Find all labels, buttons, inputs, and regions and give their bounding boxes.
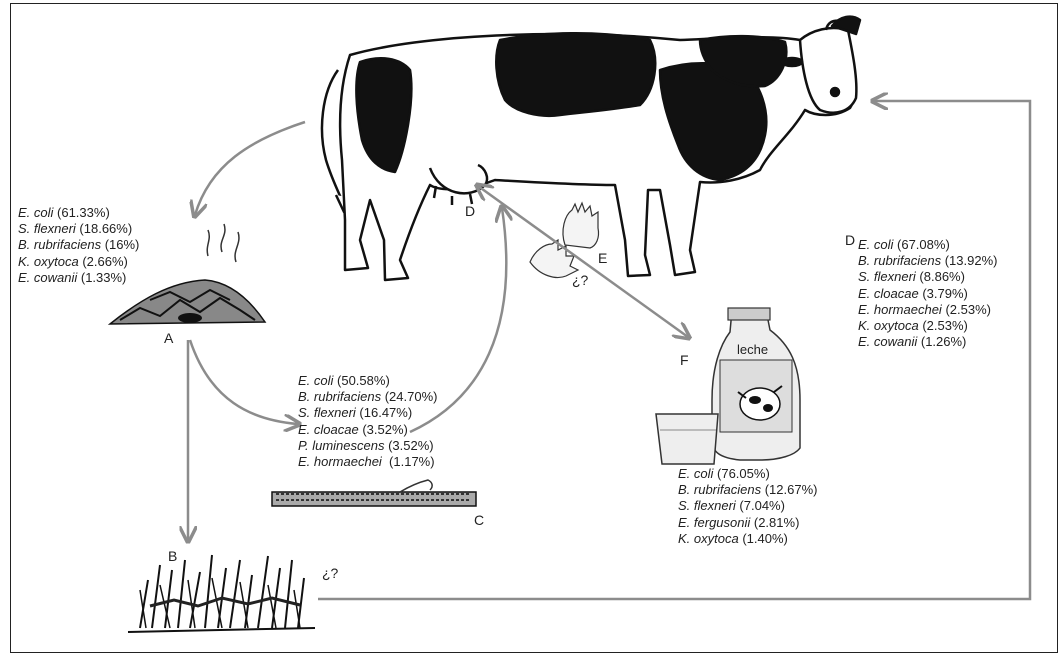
species-row: E. coli (76.05%) bbox=[678, 466, 817, 482]
label-c: C bbox=[474, 512, 484, 528]
species-percent: (8.86%) bbox=[916, 269, 965, 284]
arrow-a-to-c bbox=[190, 340, 298, 424]
question-mark-hands: ¿? bbox=[572, 272, 588, 288]
species-row: E. coli (61.33%) bbox=[18, 205, 139, 221]
species-row: B. rubrifaciens (13.92%) bbox=[858, 253, 997, 269]
species-percent: (16%) bbox=[101, 237, 139, 252]
species-row: E. hormaechei (1.17%) bbox=[298, 454, 437, 470]
species-name: E. coli bbox=[858, 237, 893, 252]
milk-glass-illustration bbox=[656, 414, 718, 464]
species-percent: (61.33%) bbox=[53, 205, 109, 220]
species-row: B. rubrifaciens (24.70%) bbox=[298, 389, 437, 405]
species-percent: (1.26%) bbox=[917, 334, 966, 349]
label-d-udder: D bbox=[465, 203, 475, 219]
species-name: E. fergusonii bbox=[678, 515, 750, 530]
species-row: E. coli (50.58%) bbox=[298, 373, 437, 389]
species-list-d: E. coli (67.08%)B. rubrifaciens (13.92%)… bbox=[858, 237, 997, 350]
species-row: S. flexneri (18.66%) bbox=[18, 221, 139, 237]
species-percent: (2.81%) bbox=[750, 515, 799, 530]
species-percent: (50.58%) bbox=[333, 373, 389, 388]
species-percent: (7.04%) bbox=[736, 498, 785, 513]
species-percent: (1.17%) bbox=[382, 454, 435, 469]
species-percent: (3.52%) bbox=[384, 438, 433, 453]
species-percent: (2.66%) bbox=[79, 254, 128, 269]
species-name: K. oxytoca bbox=[678, 531, 739, 546]
species-name: E. cloacae bbox=[298, 422, 359, 437]
species-name: S. flexneri bbox=[298, 405, 356, 420]
species-name: S. flexneri bbox=[858, 269, 916, 284]
species-percent: (1.40%) bbox=[739, 531, 788, 546]
species-name: B. rubrifaciens bbox=[858, 253, 941, 268]
species-name: S. flexneri bbox=[18, 221, 76, 236]
species-name: E. cowanii bbox=[18, 270, 77, 285]
species-percent: (16.47%) bbox=[356, 405, 412, 420]
species-percent: (13.92%) bbox=[941, 253, 997, 268]
species-percent: (24.70%) bbox=[381, 389, 437, 404]
grass-illustration bbox=[128, 555, 315, 632]
species-list-a: E. coli (61.33%)S. flexneri (18.66%)B. r… bbox=[18, 205, 139, 286]
species-row: E. hormaechei (2.53%) bbox=[858, 302, 997, 318]
species-list-f: E. coli (76.05%)B. rubrifaciens (12.67%)… bbox=[678, 466, 817, 547]
species-name: E. coli bbox=[298, 373, 333, 388]
species-row: E. cloacae (3.79%) bbox=[858, 286, 997, 302]
species-name: S. flexneri bbox=[678, 498, 736, 513]
species-row: E. fergusonii (2.81%) bbox=[678, 515, 817, 531]
species-name: B. rubrifaciens bbox=[678, 482, 761, 497]
arrow-cow-to-a bbox=[195, 122, 305, 215]
label-f: F bbox=[680, 352, 689, 368]
label-a: A bbox=[164, 330, 173, 346]
question-mark-grass: ¿? bbox=[322, 565, 338, 581]
species-row: K. oxytoca (2.66%) bbox=[18, 254, 139, 270]
species-row: B. rubrifaciens (16%) bbox=[18, 237, 139, 253]
species-name: E. cloacae bbox=[858, 286, 919, 301]
species-percent: (12.67%) bbox=[761, 482, 817, 497]
species-name: E. coli bbox=[678, 466, 713, 481]
species-percent: (3.52%) bbox=[359, 422, 408, 437]
species-list-c: E. coli (50.58%)B. rubrifaciens (24.70%)… bbox=[298, 373, 437, 470]
species-percent: (67.08%) bbox=[893, 237, 949, 252]
trough-illustration bbox=[272, 480, 476, 506]
species-percent: (3.79%) bbox=[919, 286, 968, 301]
species-name: E. coli bbox=[18, 205, 53, 220]
species-name: E. cowanii bbox=[858, 334, 917, 349]
species-row: P. luminescens (3.52%) bbox=[298, 438, 437, 454]
species-row: E. cowanii (1.26%) bbox=[858, 334, 997, 350]
species-name: K. oxytoca bbox=[858, 318, 919, 333]
species-row: S. flexneri (8.86%) bbox=[858, 269, 997, 285]
label-b: B bbox=[168, 548, 177, 564]
species-name: E. hormaechei bbox=[298, 454, 382, 469]
species-row: S. flexneri (16.47%) bbox=[298, 405, 437, 421]
species-percent: (2.53%) bbox=[942, 302, 991, 317]
species-row: K. oxytoca (1.40%) bbox=[678, 531, 817, 547]
label-d-list: D bbox=[845, 232, 855, 248]
species-row: B. rubrifaciens (12.67%) bbox=[678, 482, 817, 498]
species-row: E. coli (67.08%) bbox=[858, 237, 997, 253]
milk-bottle-illustration bbox=[712, 308, 800, 460]
species-name: K. oxytoca bbox=[18, 254, 79, 269]
species-name: B. rubrifaciens bbox=[18, 237, 101, 252]
species-row: E. cowanii (1.33%) bbox=[18, 270, 139, 286]
species-row: S. flexneri (7.04%) bbox=[678, 498, 817, 514]
label-e: E bbox=[598, 250, 607, 266]
species-name: P. luminescens bbox=[298, 438, 384, 453]
species-row: K. oxytoca (2.53%) bbox=[858, 318, 997, 334]
milk-bottle-label: leche bbox=[737, 342, 768, 357]
species-name: E. hormaechei bbox=[858, 302, 942, 317]
species-percent: (1.33%) bbox=[77, 270, 126, 285]
species-row: E. cloacae (3.52%) bbox=[298, 422, 437, 438]
species-name: B. rubrifaciens bbox=[298, 389, 381, 404]
species-percent: (18.66%) bbox=[76, 221, 132, 236]
species-percent: (2.53%) bbox=[919, 318, 968, 333]
species-percent: (76.05%) bbox=[713, 466, 769, 481]
